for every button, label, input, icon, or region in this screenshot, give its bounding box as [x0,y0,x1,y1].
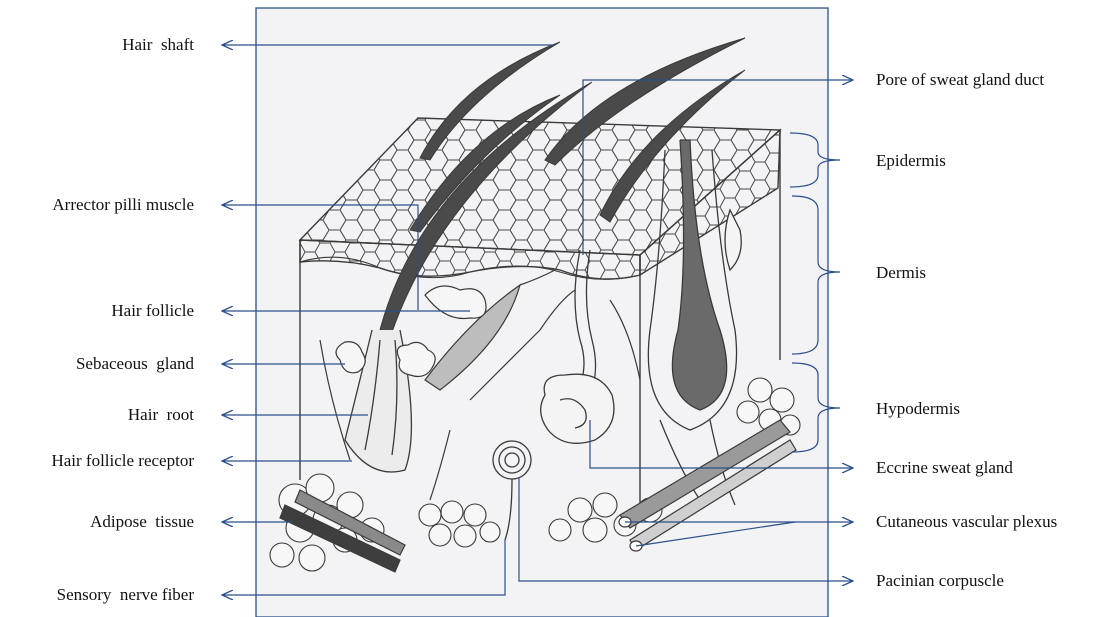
label-hair-follicle-receptor: Hair follicle receptor [51,451,194,471]
label-pacinian-corpuscle: Pacinian corpuscle [876,571,1004,591]
label-epidermis: Epidermis [876,151,946,171]
label-pore-of-sweat-gland-duct: Pore of sweat gland duct [876,70,1044,90]
label-dermis: Dermis [876,263,926,283]
label-hair-root: Hair root [128,405,194,425]
label-eccrine-sweat-gland: Eccrine sweat gland [876,458,1013,478]
label-sensory-nerve-fiber: Sensory nerve fiber [57,585,194,605]
label-hypodermis: Hypodermis [876,399,960,419]
label-sebaceous-gland: Sebaceous gland [76,354,194,374]
label-hair-follicle: Hair follicle [111,301,194,321]
label-adipose-tissue: Adipose tissue [90,512,194,532]
label-cutaneous-vascular-plexus: Cutaneous vascular plexus [876,512,1057,532]
label-arrector-pilli-muscle: Arrector pilli muscle [52,195,194,215]
label-hair-shaft: Hair shaft [122,35,194,55]
